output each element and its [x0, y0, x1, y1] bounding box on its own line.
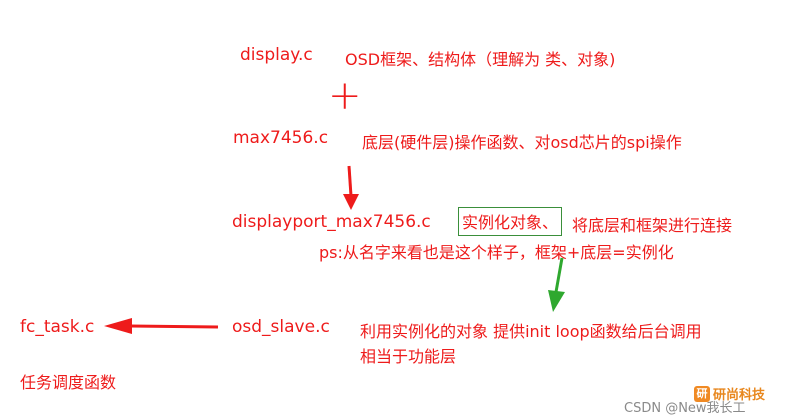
- arrow-max7456-to-displayport-head: [343, 194, 359, 210]
- arrow-osd-slave-to-fc-task: [129, 324, 219, 329]
- logo-text: 研尚科技: [713, 388, 766, 403]
- node-osd-slave-name: osd_slave.c: [232, 317, 330, 337]
- arrow-osd-slave-to-fc-task-head: [104, 318, 132, 334]
- arrow-green-to-osd-slave: [554, 257, 564, 293]
- arrow-max7456-to-displayport: [347, 165, 353, 197]
- node-max7456-name: max7456.c: [233, 128, 329, 148]
- node-displayport-name: displayport_max7456.c: [232, 212, 431, 232]
- node-fc-task-desc: 任务调度函数: [20, 373, 117, 392]
- node-display-desc: OSD框架、结构体（理解为 类、对象): [345, 50, 616, 69]
- node-displayport-boxed: 实例化对象、: [458, 207, 563, 236]
- node-osd-slave-desc-2: 相当于功能层: [360, 347, 457, 366]
- node-fc-task-name: fc_task.c: [20, 317, 95, 337]
- node-displayport-note: ps:从名字来看也是这个样子，框架+底层=实例化: [319, 243, 674, 262]
- node-display-name: display.c: [240, 45, 313, 65]
- arrow-green-to-osd-slave-head: [548, 290, 565, 312]
- node-osd-slave-desc-1: 利用实例化的对象 提供init loop函数给后台调用: [360, 322, 702, 341]
- node-displayport-desc: 将底层和框架进行连接: [572, 216, 733, 235]
- node-max7456-desc: 底层(硬件层)操作函数、对osd芯片的spi操作: [362, 133, 682, 152]
- watermark-text: CSDN @New我长工: [624, 401, 746, 416]
- plus-sign: +: [328, 73, 362, 119]
- logo-icon: 研: [694, 385, 710, 402]
- watermark-logo: 研 研尚科技: [694, 384, 765, 403]
